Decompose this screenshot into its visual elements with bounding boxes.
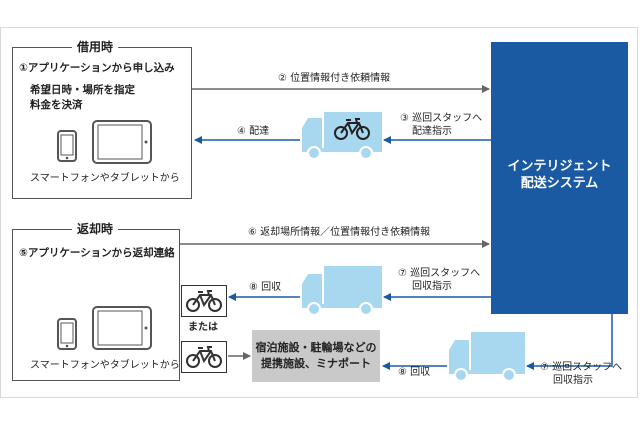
- smartphone-icon: [57, 318, 77, 350]
- partner-line2: 提携施設、ミナポート: [261, 357, 371, 370]
- bicycle-box-partner: [181, 341, 227, 373]
- label-return-info: ⑥ 返却場所情報／位置情報付き依頼情報: [248, 227, 431, 238]
- tablet-icon: [92, 120, 152, 164]
- label-dispatch-collect-partner-1: ⑦ 巡回スタッフへ: [540, 362, 623, 373]
- return-box: [12, 229, 180, 381]
- tablet-icon: [92, 306, 152, 350]
- system-line2: 配送システム: [520, 176, 599, 191]
- borrow-line2: 希望日時・場所を指定: [30, 84, 135, 96]
- borrow-step1: ①アプリケーションから申し込み: [19, 62, 175, 74]
- smartphone-icon: [57, 130, 77, 162]
- or-label: または: [188, 322, 218, 333]
- truck-icon: [302, 112, 382, 160]
- label-delivery: ④ 配達: [237, 126, 270, 137]
- bicycle-icon: [186, 346, 222, 368]
- bicycle-icon: [334, 118, 370, 140]
- partner-line1: 宿泊施設・駐輪場などの: [255, 341, 377, 354]
- return-title: 返却時: [72, 222, 119, 236]
- label-dispatch-delivery-2: 配達指示: [412, 126, 452, 137]
- partner-facility-label: 宿泊施設・駐輪場などの 提携施設、ミナポート: [252, 340, 380, 372]
- label-dispatch-delivery-1: ③ 巡回スタッフへ: [400, 113, 483, 124]
- truck-icon: [302, 266, 382, 316]
- label-dispatch-collect-2: 回収指示: [412, 281, 452, 292]
- return-step5: ⑤アプリケーションから返却連絡: [19, 247, 175, 259]
- label-collect-partner: ⑧ 回収: [398, 367, 431, 378]
- label-collect: ⑧ 回収: [249, 282, 282, 293]
- borrow-title: 借用時: [72, 40, 119, 54]
- diagram-frame: [0, 27, 638, 398]
- borrow-line3: 料金を決済: [30, 99, 83, 111]
- system-line1: インテリジェント: [507, 159, 612, 174]
- delivery-system-box: インテリジェント 配送システム: [491, 42, 628, 314]
- return-devices-caption: スマートフォンやタブレットから: [30, 360, 180, 371]
- delivery-system-label: インテリジェント 配送システム: [491, 158, 628, 192]
- truck-icon: [449, 332, 525, 382]
- arrow-dispatch-collect-partner: [526, 314, 613, 370]
- bicycle-box-return: [181, 285, 227, 317]
- label-request: ② 位置情報付き依頼情報: [278, 73, 391, 84]
- bicycle-icon: [186, 290, 222, 312]
- borrow-box: [12, 47, 192, 199]
- label-dispatch-collect-partner-2: 回収指示: [553, 375, 593, 386]
- borrow-devices-caption: スマートフォンやタブレットから: [30, 173, 180, 184]
- partner-facility-box: 宿泊施設・駐輪場などの 提携施設、ミナポート: [252, 330, 380, 382]
- label-dispatch-collect-1: ⑦ 巡回スタッフへ: [398, 268, 481, 279]
